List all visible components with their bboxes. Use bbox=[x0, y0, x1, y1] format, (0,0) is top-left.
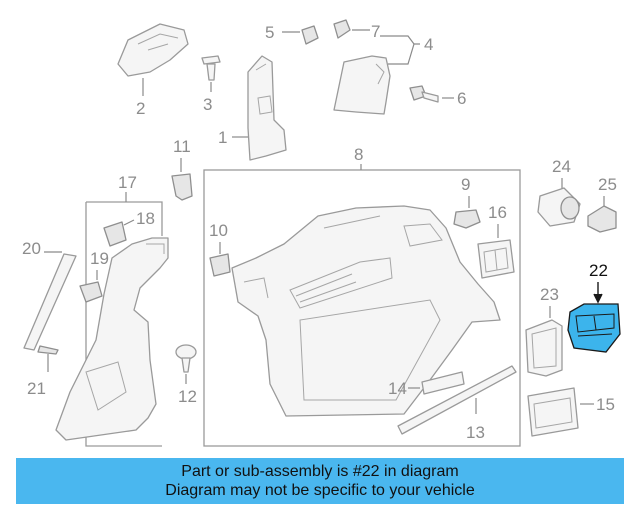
callout-22: 22 bbox=[589, 261, 608, 280]
banner-line-1: Part or sub-assembly is #22 in diagram bbox=[181, 463, 459, 480]
callout-12: 12 bbox=[178, 387, 197, 406]
part-1-pillar-trim: 1 bbox=[218, 55, 287, 161]
part-14-trim-strip: 14 bbox=[388, 371, 465, 398]
callout-11: 11 bbox=[173, 137, 191, 156]
part-20-weatherstrip: 20 bbox=[22, 239, 77, 351]
part-8-frame bbox=[203, 169, 521, 447]
part-24-socket: 24 bbox=[537, 157, 581, 227]
part-13-scuff-plate: 13 bbox=[397, 365, 517, 442]
callout-2: 2 bbox=[136, 99, 145, 118]
callout-5: 5 bbox=[265, 23, 274, 42]
callout-20: 20 bbox=[22, 239, 41, 258]
callout-8: 8 bbox=[354, 145, 363, 164]
callout-19: 19 bbox=[90, 249, 109, 268]
callout-23: 23 bbox=[540, 285, 559, 304]
part-21-pin: 21 bbox=[27, 345, 59, 398]
part-12-push-clip: 12 bbox=[175, 344, 197, 406]
callout-21: 21 bbox=[27, 379, 46, 398]
part-10-bracket: 10 bbox=[209, 221, 231, 277]
part-19-clip: 19 bbox=[79, 249, 109, 303]
part-23-connector: 23 bbox=[525, 285, 563, 377]
callout-25: 25 bbox=[598, 175, 617, 194]
part-25-cap: 25 bbox=[587, 175, 617, 233]
part-2-upper-cover: 2 bbox=[117, 23, 189, 118]
part-8-quarter-panel bbox=[231, 205, 501, 417]
callout-14: 14 bbox=[388, 379, 407, 398]
callout-9: 9 bbox=[461, 175, 470, 194]
part-4-trim-assembly: 4 bbox=[333, 35, 433, 115]
callout-24: 24 bbox=[552, 157, 571, 176]
part-16-switch: 16 bbox=[477, 203, 515, 279]
callout-17: 17 bbox=[118, 173, 137, 192]
part-6-bolt: 6 bbox=[409, 85, 466, 108]
callout-1: 1 bbox=[218, 128, 227, 147]
part-11-bracket: 11 bbox=[171, 137, 193, 201]
part-9-clip: 9 bbox=[453, 175, 481, 229]
part-7-clip: 7 bbox=[333, 19, 380, 41]
info-banner: Part or sub-assembly is #22 in diagram D… bbox=[16, 458, 624, 504]
callout-6: 6 bbox=[457, 89, 466, 108]
callout-13: 13 bbox=[466, 423, 485, 442]
banner-line-2: Diagram may not be specific to your vehi… bbox=[165, 482, 475, 499]
callout-15: 15 bbox=[596, 395, 615, 414]
part-18-bracket: 18 bbox=[103, 209, 155, 247]
callout-18: 18 bbox=[136, 209, 155, 228]
callout-10: 10 bbox=[209, 221, 228, 240]
part-3-push-pin: 3 bbox=[201, 55, 221, 114]
callout-16: 16 bbox=[488, 203, 507, 222]
part-5-clip: 5 bbox=[265, 23, 319, 45]
part-17-lower-trim bbox=[55, 237, 169, 441]
part-15-plate: 15 bbox=[527, 387, 615, 437]
part-22-highlighted: 22 bbox=[567, 261, 621, 353]
callout-3: 3 bbox=[203, 95, 212, 114]
part-17-frame bbox=[85, 201, 163, 447]
callout-4: 4 bbox=[424, 35, 433, 54]
callout-7: 7 bbox=[371, 22, 380, 41]
